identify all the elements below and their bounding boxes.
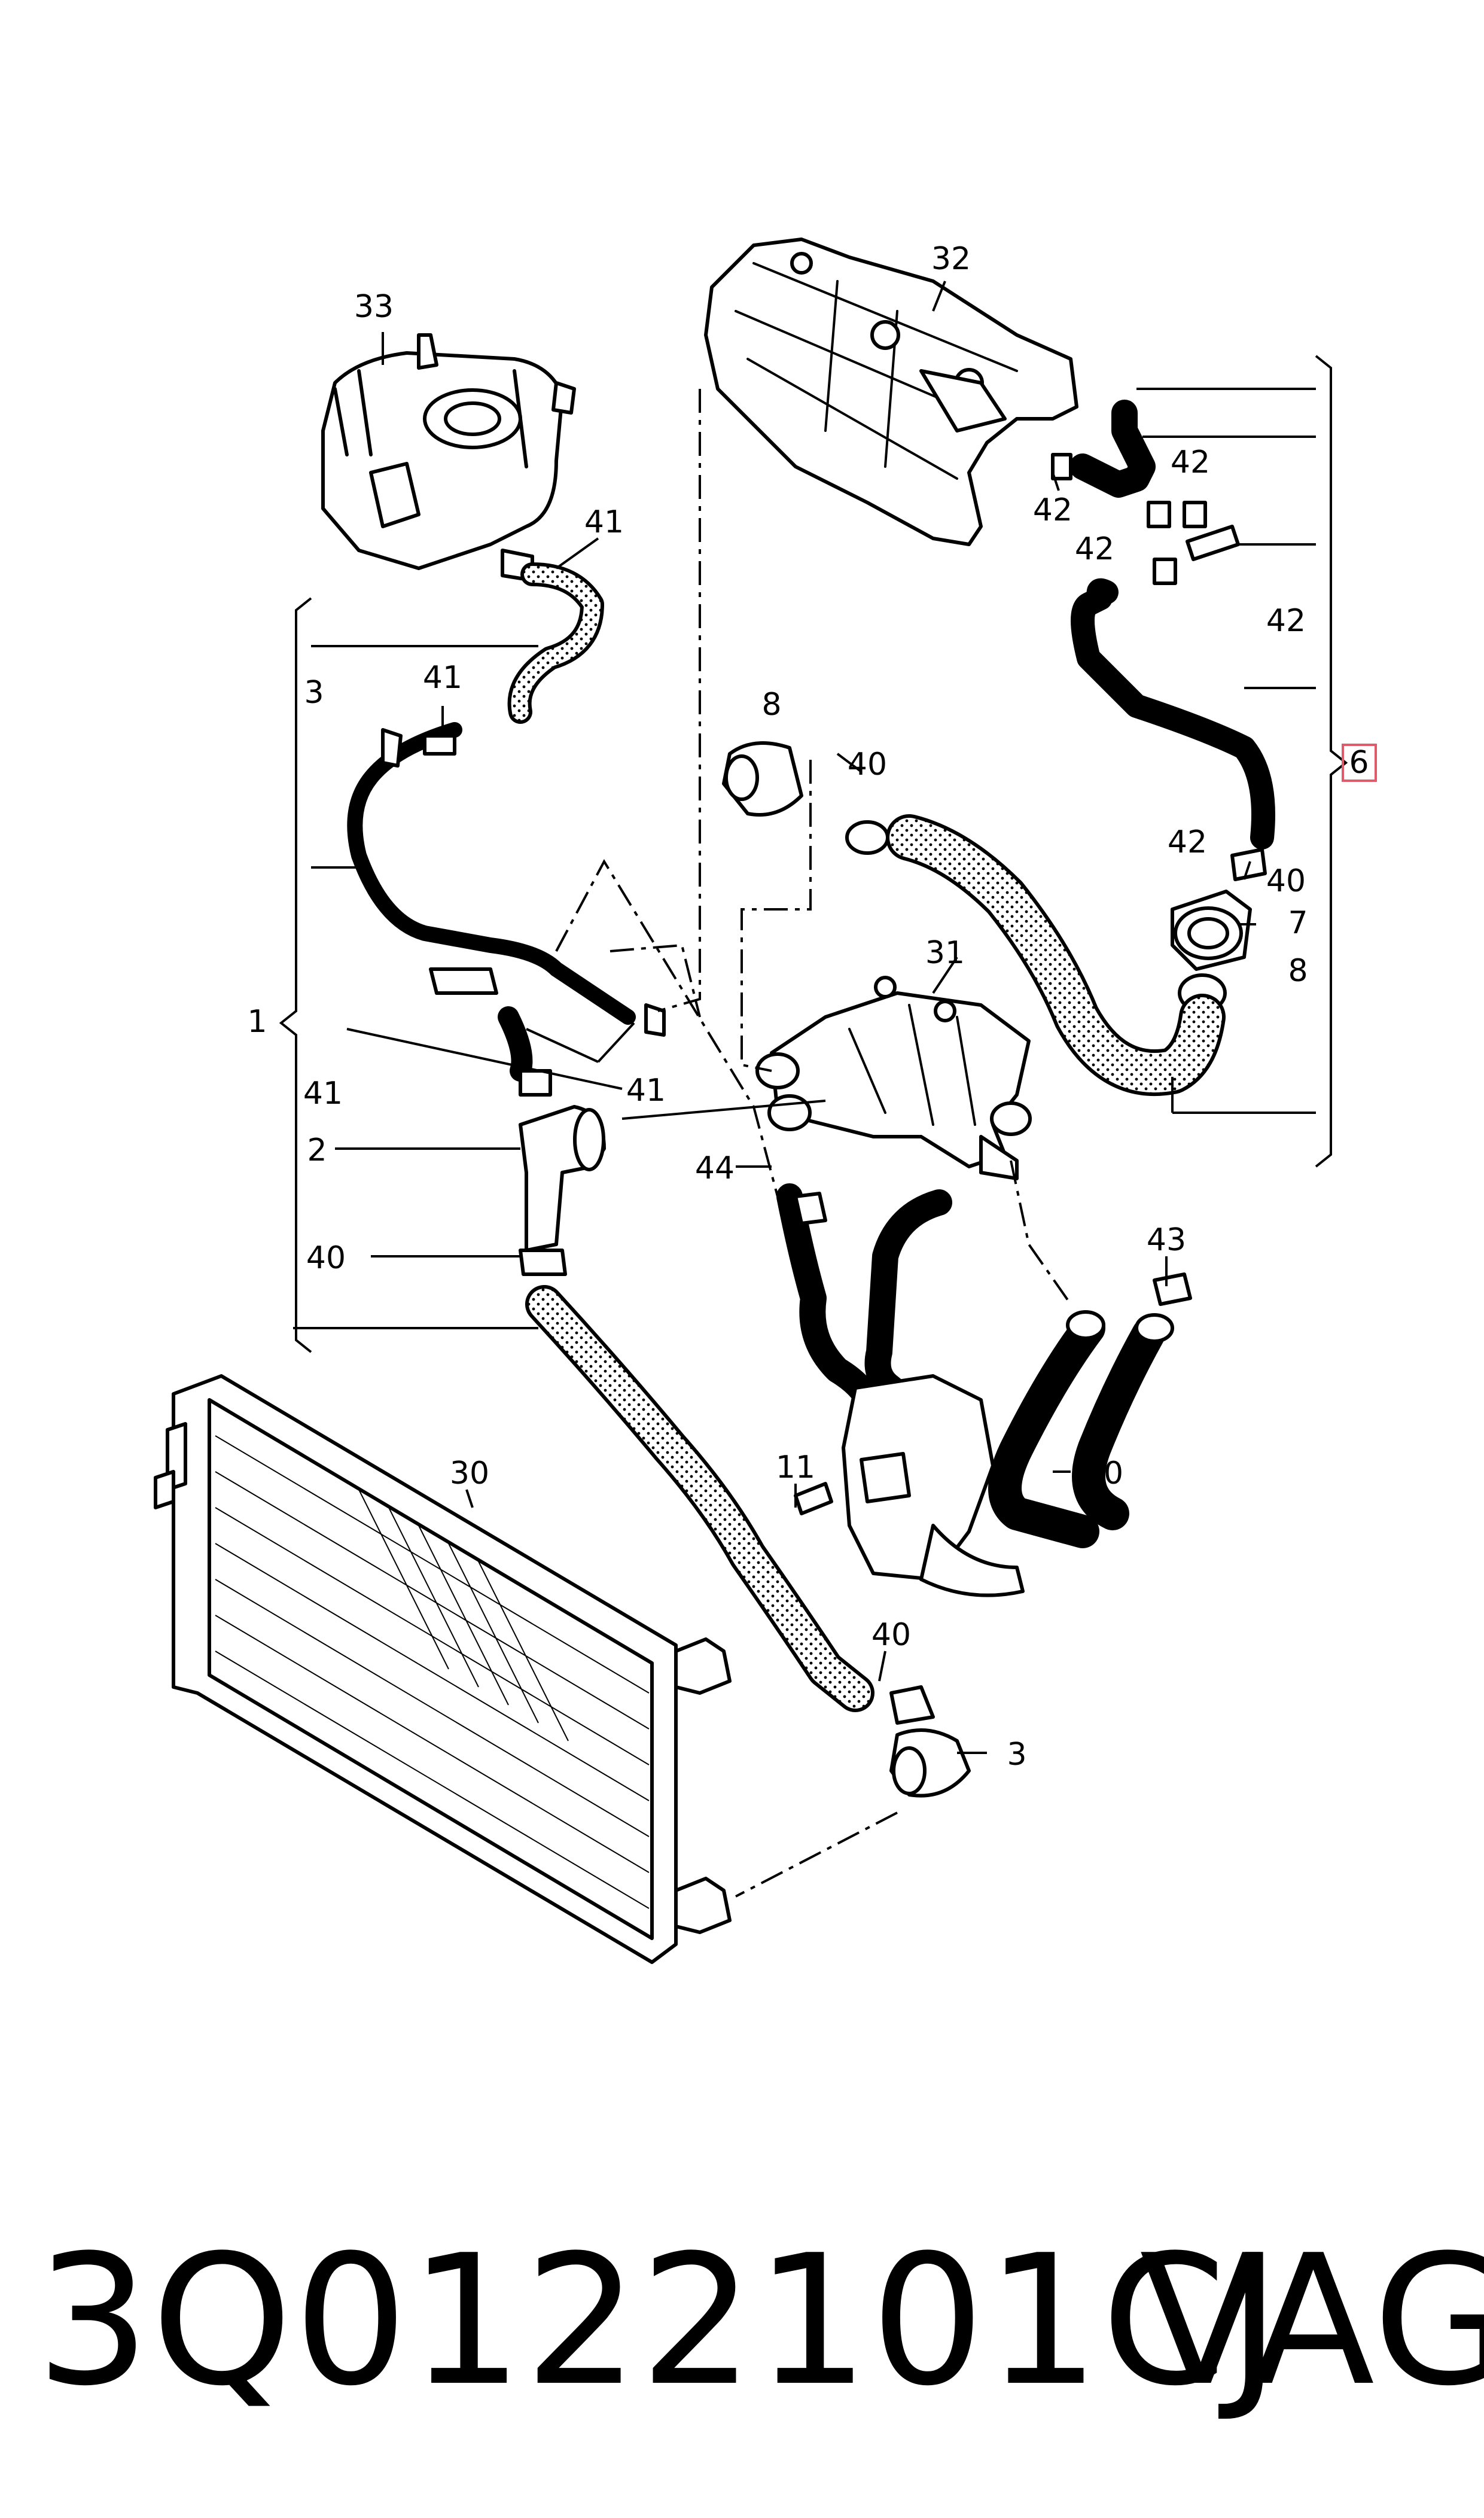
callout-41-mid: 41 bbox=[423, 660, 462, 696]
brand-name: VAG bbox=[1139, 2216, 1484, 2425]
group-braces bbox=[279, 355, 1348, 1353]
bleed-pipe-left bbox=[347, 562, 666, 1097]
callout-42-a: 42 bbox=[1033, 492, 1072, 528]
lower-hose-connector bbox=[889, 1685, 971, 1798]
highlight-box bbox=[1342, 744, 1377, 782]
callout-43: 43 bbox=[1147, 1222, 1186, 1258]
connection-lines bbox=[555, 389, 1072, 1898]
callout-30: 30 bbox=[450, 1456, 489, 1491]
radiator bbox=[154, 1374, 732, 1964]
radiator-fins bbox=[215, 1435, 650, 1909]
upper-radiator-hose bbox=[886, 814, 1226, 1097]
callout-40-bottom: 40 bbox=[871, 1617, 911, 1653]
lower-radiator-hose bbox=[525, 1285, 874, 1712]
part-number: 3Q0122101CJ bbox=[36, 2216, 1282, 2425]
callout-3-left: 3 bbox=[304, 675, 324, 711]
callout-42-e: 42 bbox=[1168, 824, 1207, 860]
callout-6: 6 bbox=[1349, 745, 1369, 781]
callout-40-right: 40 bbox=[1266, 863, 1306, 899]
callout-labels: 33 32 41 3 41 42 42 42 42 42 8 40 6 40 7… bbox=[247, 241, 1369, 1773]
callout-40-top: 40 bbox=[848, 747, 887, 783]
callout-10: 10 bbox=[1084, 1456, 1123, 1491]
callout-42-c: 42 bbox=[1075, 531, 1114, 567]
callout-41-top: 41 bbox=[584, 504, 624, 540]
callout-31: 31 bbox=[925, 935, 965, 971]
coolant-system-exploded-diagram: 33 32 41 3 41 42 42 42 42 42 8 40 6 40 7… bbox=[154, 238, 1377, 1964]
callout-40-left: 40 bbox=[306, 1240, 346, 1276]
callout-11: 11 bbox=[776, 1450, 815, 1485]
callout-42-b: 42 bbox=[1171, 444, 1210, 480]
bleed-hoses bbox=[1051, 400, 1275, 881]
callout-42-d: 42 bbox=[1266, 603, 1306, 639]
coolant-pump-housing bbox=[755, 976, 1032, 1180]
expansion-tank bbox=[321, 333, 576, 582]
callout-32: 32 bbox=[931, 241, 971, 277]
elbow-pipe bbox=[519, 1105, 606, 1276]
leader-lines bbox=[293, 281, 1316, 1754]
callout-8-top: 8 bbox=[761, 687, 781, 723]
pipe-connector bbox=[722, 741, 889, 855]
callout-33: 33 bbox=[354, 289, 394, 325]
coolant-distributor bbox=[776, 1183, 1192, 1597]
cylinder-head bbox=[704, 238, 1078, 546]
thermostat-cover bbox=[1171, 890, 1252, 1013]
callout-2: 2 bbox=[307, 1132, 327, 1168]
callout-1: 1 bbox=[247, 1004, 267, 1040]
callout-41-left: 41 bbox=[303, 1076, 343, 1112]
callout-8-right: 8 bbox=[1288, 953, 1308, 989]
callout-7: 7 bbox=[1288, 905, 1308, 941]
callout-44: 44 bbox=[695, 1150, 735, 1186]
callout-41-lower: 41 bbox=[626, 1073, 666, 1109]
callout-3-bottom: 3 bbox=[1007, 1737, 1026, 1773]
